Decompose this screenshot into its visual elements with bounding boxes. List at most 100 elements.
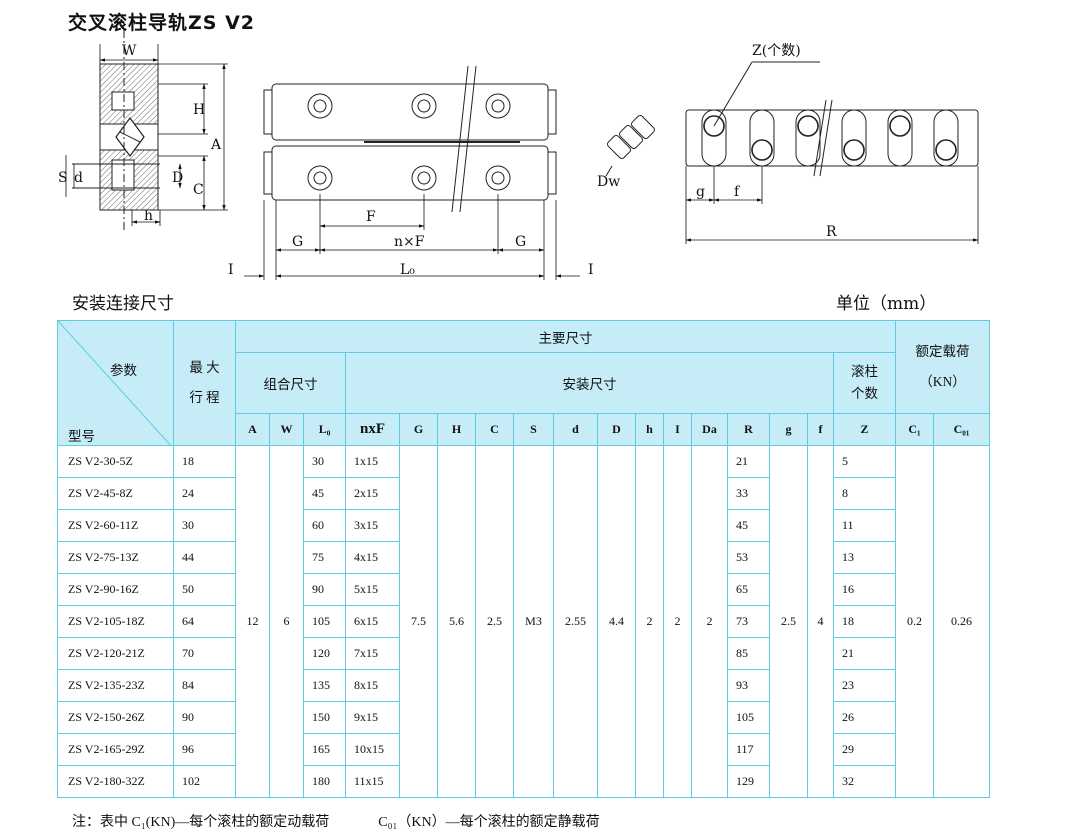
plan-view-rails — [263, 65, 557, 213]
cell-stroke: 102 — [173, 765, 236, 798]
code-f: f — [807, 413, 834, 446]
dim-label-h: h — [144, 208, 153, 224]
cell-nxF: 2x15 — [345, 477, 400, 510]
table-row: ZS V2-135-23Z 84 135 8x15 93 23 — [57, 669, 990, 702]
header-combo-dimensions: 组合尺寸 — [235, 352, 346, 414]
cell-R: 93 — [727, 669, 770, 702]
table-row: ZS V2-165-29Z 96 165 10x15 117 29 — [57, 733, 990, 766]
dim-label-A: A — [210, 137, 222, 153]
cell-Z: 16 — [832, 573, 897, 606]
cross-section-dimensions — [65, 44, 228, 226]
cell-stroke: 84 — [173, 669, 236, 702]
cage-dimensions — [685, 166, 979, 244]
cell-S: M3 — [513, 445, 554, 798]
code-A: A — [235, 413, 270, 446]
spec-table-body: ZS V2-30-5Z 18 12 6 30 1x15 7.5 5.6 2.5 … — [57, 445, 991, 798]
table-row: ZS V2-45-8Z 24 45 2x15 33 8 — [57, 477, 990, 510]
table-row: ZS V2-180-32Z 102 180 11x15 129 32 — [57, 765, 990, 798]
cell-I: 2 — [663, 445, 692, 798]
plan-view-dimensions — [244, 194, 580, 280]
header-main-dimensions: 主要尺寸 — [234, 320, 897, 353]
cell-model: ZS V2-150-26Z — [57, 701, 174, 734]
cell-stroke: 30 — [173, 509, 236, 542]
code-g: g — [769, 413, 808, 446]
cell-Z: 8 — [832, 477, 897, 510]
code-nxF: nxF — [345, 413, 400, 446]
code-h: h — [635, 413, 664, 446]
cell-model: ZS V2-30-5Z — [57, 445, 174, 478]
cell-stroke: 50 — [173, 573, 236, 606]
dim-label-W: W — [122, 43, 137, 59]
code-W: W — [269, 413, 304, 446]
cell-Z: 18 — [832, 605, 897, 638]
cell-Z: 32 — [832, 765, 897, 798]
dim-label-F: F — [366, 209, 376, 225]
dim-label-C: C — [193, 182, 204, 198]
dim-label-nxF: n×F — [394, 234, 425, 250]
dim-label-L0: L₀ — [400, 262, 415, 278]
cell-C01: 0.26 — [933, 445, 991, 798]
dim-label-d: d — [74, 170, 83, 186]
cross-section-view — [72, 30, 160, 230]
dim-label-Z: Z(个数) — [752, 43, 801, 59]
roller-detail — [605, 115, 655, 177]
cell-nxF: 1x15 — [345, 445, 400, 478]
code-L0: L₀ — [303, 413, 346, 446]
cell-nxF: 10x15 — [345, 733, 400, 766]
dim-label-H: H — [193, 102, 205, 118]
dim-label-g: g — [696, 184, 705, 200]
code-Z: Z — [832, 413, 897, 446]
cell-H: 5.6 — [437, 445, 476, 798]
table-row: ZS V2-90-16Z 50 90 5x15 65 16 — [57, 573, 990, 606]
header-roller-count: 滚柱 个数 — [832, 352, 897, 414]
cell-model: ZS V2-45-8Z — [57, 477, 174, 510]
cell-L0: 105 — [303, 605, 346, 638]
code-I: I — [663, 413, 692, 446]
table-row: ZS V2-60-11Z 30 60 3x15 45 11 — [57, 509, 990, 542]
footnote: 注：表中 C₁(KN)—每个滚柱的额定动载荷 C₀₁（KN）—每个滚柱的额定静载… — [72, 811, 604, 831]
cell-model: ZS V2-165-29Z — [57, 733, 174, 766]
cell-D: 4.4 — [597, 445, 636, 798]
cell-nxF: 5x15 — [345, 573, 400, 606]
cell-nxF: 6x15 — [345, 605, 400, 638]
cell-model: ZS V2-180-32Z — [57, 765, 174, 798]
cell-Da: 2 — [691, 445, 728, 798]
cell-R: 53 — [727, 541, 770, 574]
cell-nxF: 9x15 — [345, 701, 400, 734]
cell-R: 21 — [727, 445, 770, 478]
technical-drawing: W H A S d D C h F G n×F G I — [58, 30, 979, 280]
spec-table: 参数 型号 最 大 行 程 主要尺寸 额定载荷 （KN） 组合尺寸 安装尺寸 滚… — [57, 320, 991, 798]
code-G: G — [399, 413, 438, 446]
cell-nxF: 11x15 — [345, 765, 400, 798]
dim-label-Dw: Dw — [597, 174, 620, 190]
cell-Z: 23 — [832, 669, 897, 702]
cell-stroke: 70 — [173, 637, 236, 670]
cell-nxF: 7x15 — [345, 637, 400, 670]
dim-label-R: R — [826, 224, 837, 240]
header-param: 参数 — [110, 363, 137, 378]
cell-Z: 13 — [832, 541, 897, 574]
code-R: R — [727, 413, 770, 446]
header-stroke: 最 大 行 程 — [173, 320, 236, 446]
cell-model: ZS V2-75-13Z — [57, 541, 174, 574]
table-row: ZS V2-30-5Z 18 12 6 30 1x15 7.5 5.6 2.5 … — [57, 445, 991, 798]
cell-model: ZS V2-60-11Z — [57, 509, 174, 542]
dim-label-I-right: I — [588, 262, 594, 278]
cell-C: 2.5 — [475, 445, 514, 798]
code-d: d — [553, 413, 598, 446]
header-install-dimensions: 安装尺寸 — [345, 352, 834, 414]
code-S: S — [513, 413, 554, 446]
cell-Z: 11 — [832, 509, 897, 542]
cell-R: 105 — [727, 701, 770, 734]
cell-A: 12 — [235, 445, 270, 798]
cell-f: 4 — [807, 445, 834, 798]
code-H: H — [437, 413, 476, 446]
code-C01: C₀₁ — [933, 413, 991, 446]
dim-label-D: D — [172, 170, 183, 186]
cell-d: 2.55 — [553, 445, 598, 798]
code-C1: C₁ — [895, 413, 935, 446]
cell-L0: 180 — [303, 765, 346, 798]
cell-L0: 90 — [303, 573, 346, 606]
dim-label-S: S — [58, 170, 68, 186]
cell-L0: 135 — [303, 669, 346, 702]
